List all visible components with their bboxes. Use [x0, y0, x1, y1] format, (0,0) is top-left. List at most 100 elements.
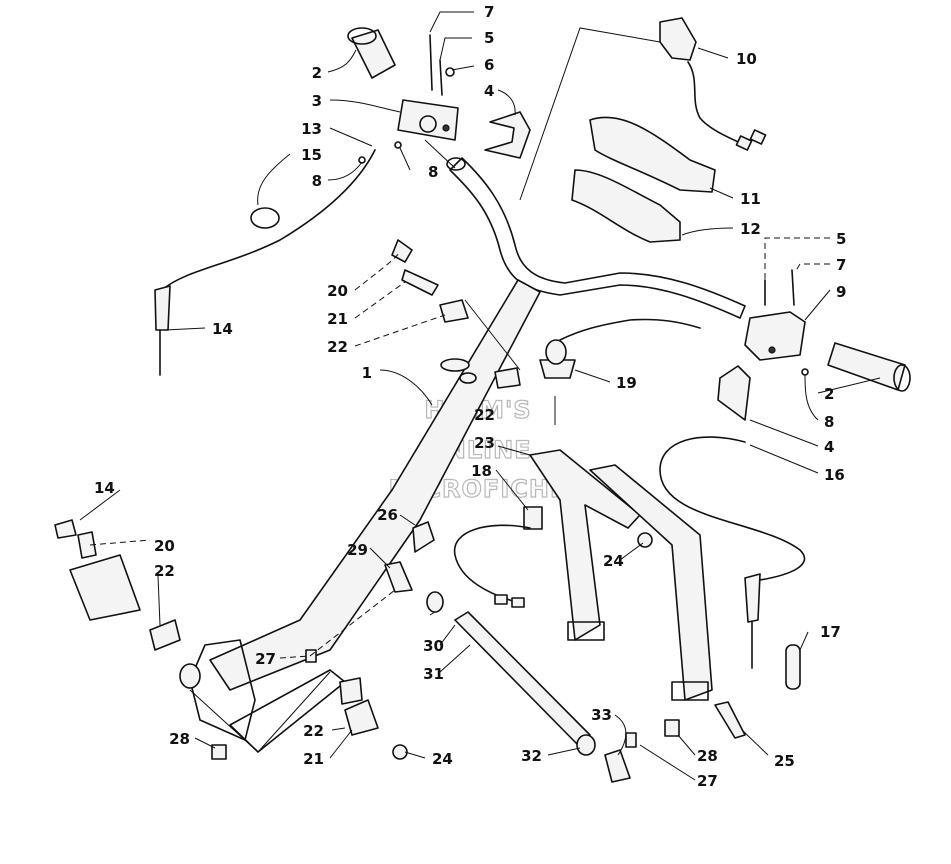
handlebar-left-frame-line [424, 139, 456, 169]
ignition-switch [453, 506, 543, 608]
washer-8-c [801, 368, 809, 376]
clamp-22-bottom [339, 677, 363, 705]
leader-20b [89, 539, 151, 546]
steering-rod-body [454, 611, 591, 746]
leader-33 [614, 714, 627, 756]
callout-4-right: 4 [824, 438, 834, 456]
pad-11-body [589, 116, 716, 193]
callout-3: 3 [312, 92, 322, 110]
washer-27-left [305, 649, 317, 663]
clamp-22-upper [439, 299, 469, 323]
leader-4a [497, 89, 516, 116]
callout-13: 13 [301, 120, 322, 138]
washer-8-b [358, 156, 366, 164]
right-grip-body [827, 342, 906, 391]
callout-25: 25 [774, 752, 795, 770]
callout-8-c: 8 [824, 413, 834, 431]
left-grip-end [347, 27, 377, 45]
leader-28a [194, 737, 216, 749]
leader-5a [439, 37, 472, 61]
steering-rod-nut [576, 734, 596, 756]
left-grip [347, 27, 396, 79]
callout-5-left: 5 [484, 29, 494, 47]
left-housing-screw [442, 124, 450, 132]
leader-22c [331, 727, 346, 731]
bolt-25 [714, 701, 746, 739]
right-lever-body [717, 365, 751, 421]
callout-17: 17 [820, 623, 841, 641]
bolt-29 [384, 561, 413, 593]
leader-27b [639, 744, 696, 781]
leader-30-line [439, 624, 456, 646]
callout-27-left: 27 [255, 650, 276, 668]
callout-23: 23 [474, 434, 495, 452]
bushing-28-right [664, 719, 680, 737]
steering-post-plate [229, 669, 346, 753]
left-housing-bore [419, 115, 437, 133]
steering-post-collar [440, 358, 470, 372]
callout-4-left: 4 [484, 82, 494, 100]
steering-support [529, 449, 713, 701]
washer-6 [445, 67, 455, 77]
clamp-plate-lower [69, 554, 141, 621]
bushing-28-left [211, 744, 227, 760]
ignition-switch-body [523, 506, 543, 530]
leader-10 [697, 47, 729, 59]
pad-12-body [571, 169, 681, 243]
leader-24a [619, 542, 644, 561]
bracket-frame-line-1 [189, 689, 259, 753]
leader-7b [794, 263, 830, 273]
switch-wire [687, 61, 746, 146]
callout-labels: 2 3 4 5 6 7 8 8 10 11 12 13 15 14 5 7 9 … [94, 3, 846, 790]
callout-16: 16 [824, 466, 845, 484]
callout-7-right: 7 [836, 256, 846, 274]
steering-support-foot-right [671, 681, 709, 701]
leader-18 [495, 469, 529, 511]
frame-lines [189, 27, 661, 753]
callout-22-bottom: 22 [303, 722, 324, 740]
right-housing-screw [768, 346, 776, 354]
clamp-21-bottom [344, 699, 379, 736]
callout-9: 9 [836, 283, 846, 301]
switch-assembly [659, 17, 767, 151]
callout-6: 6 [484, 56, 494, 74]
right-cable-fitting [744, 573, 761, 623]
callout-7-left: 7 [484, 3, 494, 21]
screw-7-left [429, 34, 433, 91]
washer-8-a [394, 141, 402, 149]
right-grip [827, 342, 911, 392]
leader-4b [749, 419, 819, 447]
spring-body [785, 644, 801, 690]
callout-15: 15 [301, 146, 322, 164]
leader-17 [799, 631, 809, 651]
callout-24-right: 24 [603, 552, 624, 570]
callout-2-right: 2 [824, 385, 834, 403]
leader-16 [749, 444, 819, 474]
clamp-22-mid [494, 367, 521, 389]
handlebar-left-end [446, 157, 466, 171]
callout-1: 1 [362, 364, 372, 382]
steering-rod-bushing [426, 591, 444, 613]
handlebar-tube [449, 157, 746, 319]
callout-26: 26 [377, 506, 398, 524]
cable-clip-15 [250, 207, 280, 229]
leader-27a [279, 655, 311, 659]
leader-19 [574, 369, 611, 383]
callout-18: 18 [471, 462, 492, 480]
callout-27-right: 27 [697, 772, 718, 790]
steering-post-lower-stub [179, 663, 201, 689]
screw-7-right [791, 269, 795, 306]
callout-21-bottom: 21 [303, 750, 324, 768]
steering-support-left-leg [529, 449, 641, 641]
left-housing [397, 99, 459, 141]
callout-12: 12 [740, 220, 761, 238]
leader-6 [451, 65, 475, 71]
washer-27-right [625, 732, 637, 748]
callout-29: 29 [347, 541, 368, 559]
callout-33: 33 [591, 706, 612, 724]
steering-support-right-leg [589, 464, 713, 701]
right-cable [659, 436, 806, 669]
leader-5b [764, 237, 830, 282]
pin-5-left [439, 59, 443, 96]
leader-22b [157, 575, 161, 626]
